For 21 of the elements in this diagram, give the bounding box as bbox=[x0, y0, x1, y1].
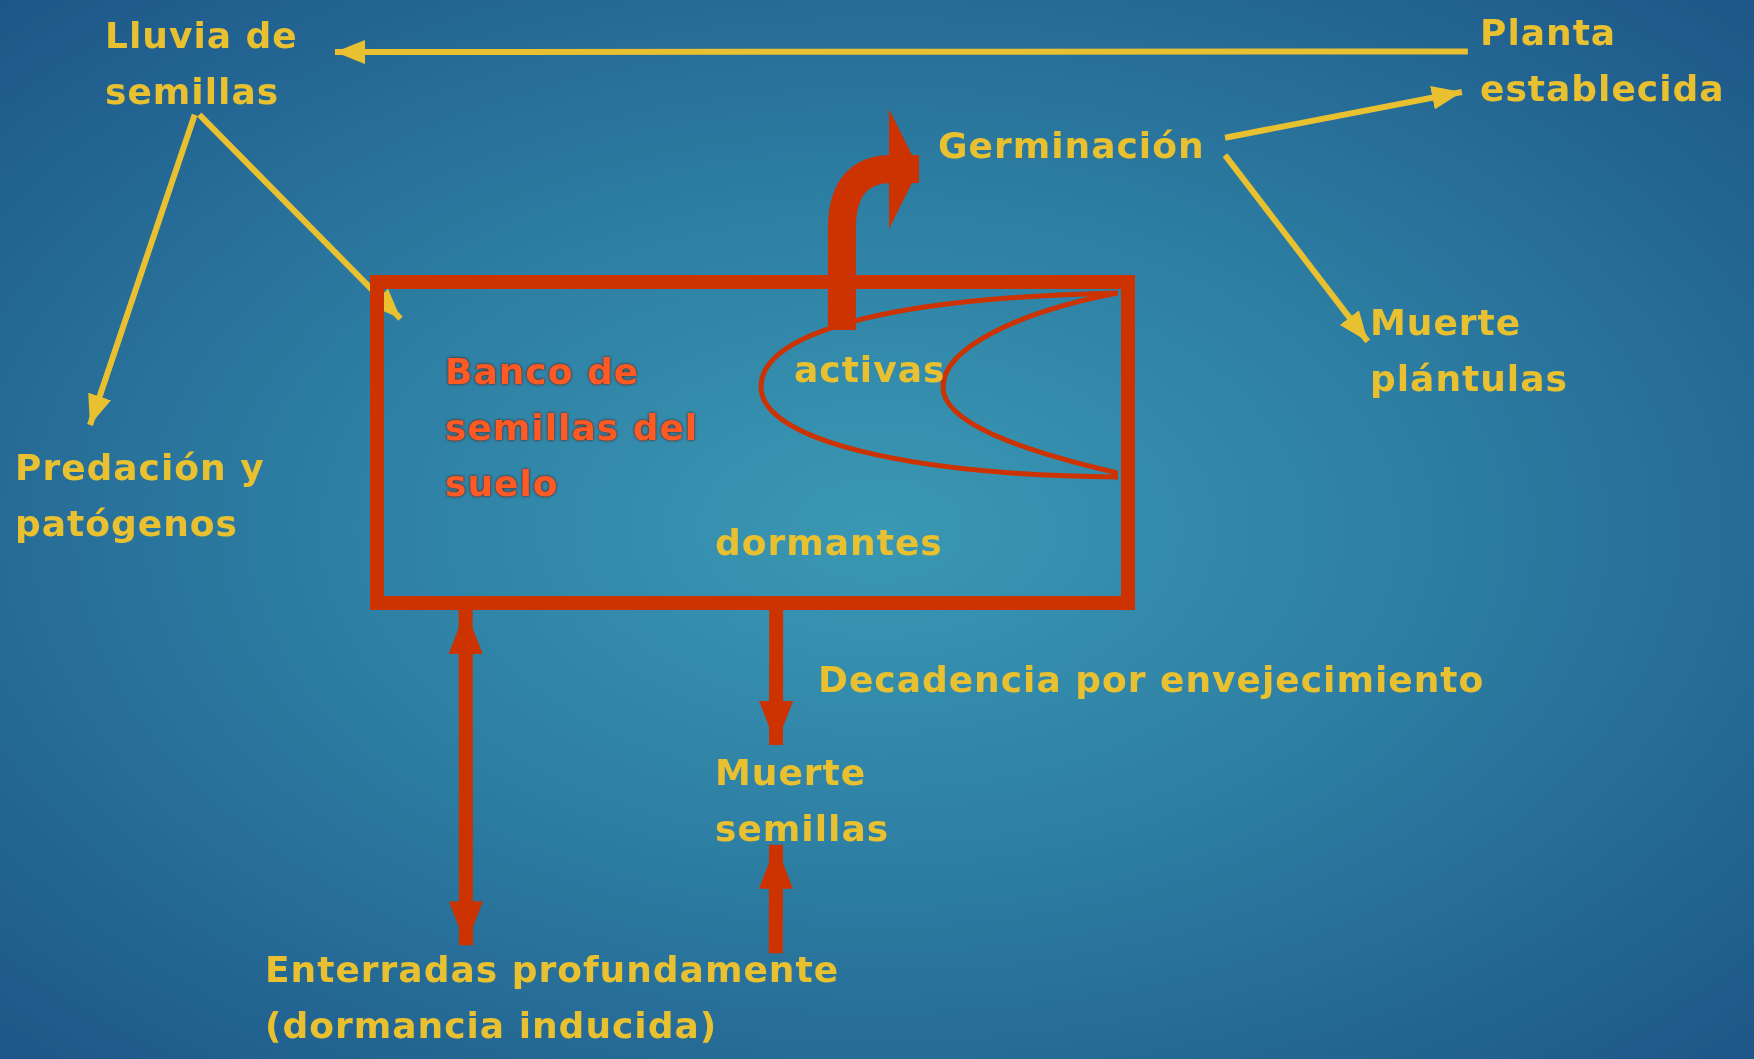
region-label: activas bbox=[794, 348, 946, 392]
node-label: Predación y patógenos bbox=[15, 446, 266, 546]
arrow bbox=[759, 609, 794, 745]
arrow bbox=[1222, 153, 1371, 344]
node-label: Muerte plántulas bbox=[1370, 301, 1569, 401]
region-label: dormantes bbox=[715, 521, 943, 565]
seed-bank-box bbox=[370, 275, 1135, 610]
box-title: Banco de semillas del suelo bbox=[445, 350, 700, 506]
arrow bbox=[448, 610, 483, 946]
node-label: Muerte semillas bbox=[715, 751, 891, 851]
arrow bbox=[335, 40, 1468, 65]
arrow bbox=[197, 112, 403, 321]
node-label: Germinación bbox=[938, 124, 1206, 168]
node-label: Enterradas profundamente (dormancia inducida) bbox=[265, 948, 841, 1048]
node-label: Planta establecida bbox=[1480, 11, 1726, 111]
node-label: Lluvia de semillas bbox=[105, 14, 299, 114]
arrow bbox=[758, 844, 793, 954]
lens-shape bbox=[758, 290, 1118, 480]
arrow bbox=[1224, 85, 1463, 141]
arrow bbox=[87, 113, 198, 426]
edge-label: Decadencia por envejecimiento bbox=[818, 658, 1485, 702]
